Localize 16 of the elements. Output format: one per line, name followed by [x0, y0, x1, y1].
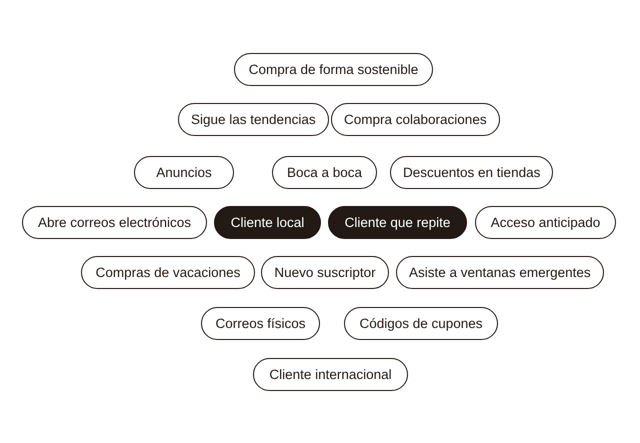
tag-pill: Cliente internacional: [253, 358, 408, 391]
tag-pill: Acceso anticipado: [475, 206, 616, 239]
tag-pill: Compra de forma sostenible: [234, 53, 433, 86]
tag-pill: Boca a boca: [272, 156, 377, 189]
tag-pill: Asiste a ventanas emergentes: [396, 256, 604, 289]
tag-pill: Cliente local: [214, 206, 321, 239]
tag-pill: Abre correos electrónicos: [22, 206, 207, 239]
tag-pill: Compra colaboraciones: [331, 103, 500, 136]
tag-pill: Sigue las tendencias: [178, 103, 329, 136]
tag-pill: Nuevo suscriptor: [261, 256, 389, 289]
tag-pill: Códigos de cupones: [344, 307, 498, 340]
tag-pill: Anuncios: [134, 156, 234, 189]
tag-pill: Descuentos en tiendas: [390, 156, 554, 189]
tag-pill: Correos físicos: [201, 307, 320, 340]
tag-pill: Compras de vacaciones: [81, 256, 255, 289]
tag-pill: Cliente que repite: [328, 206, 467, 239]
